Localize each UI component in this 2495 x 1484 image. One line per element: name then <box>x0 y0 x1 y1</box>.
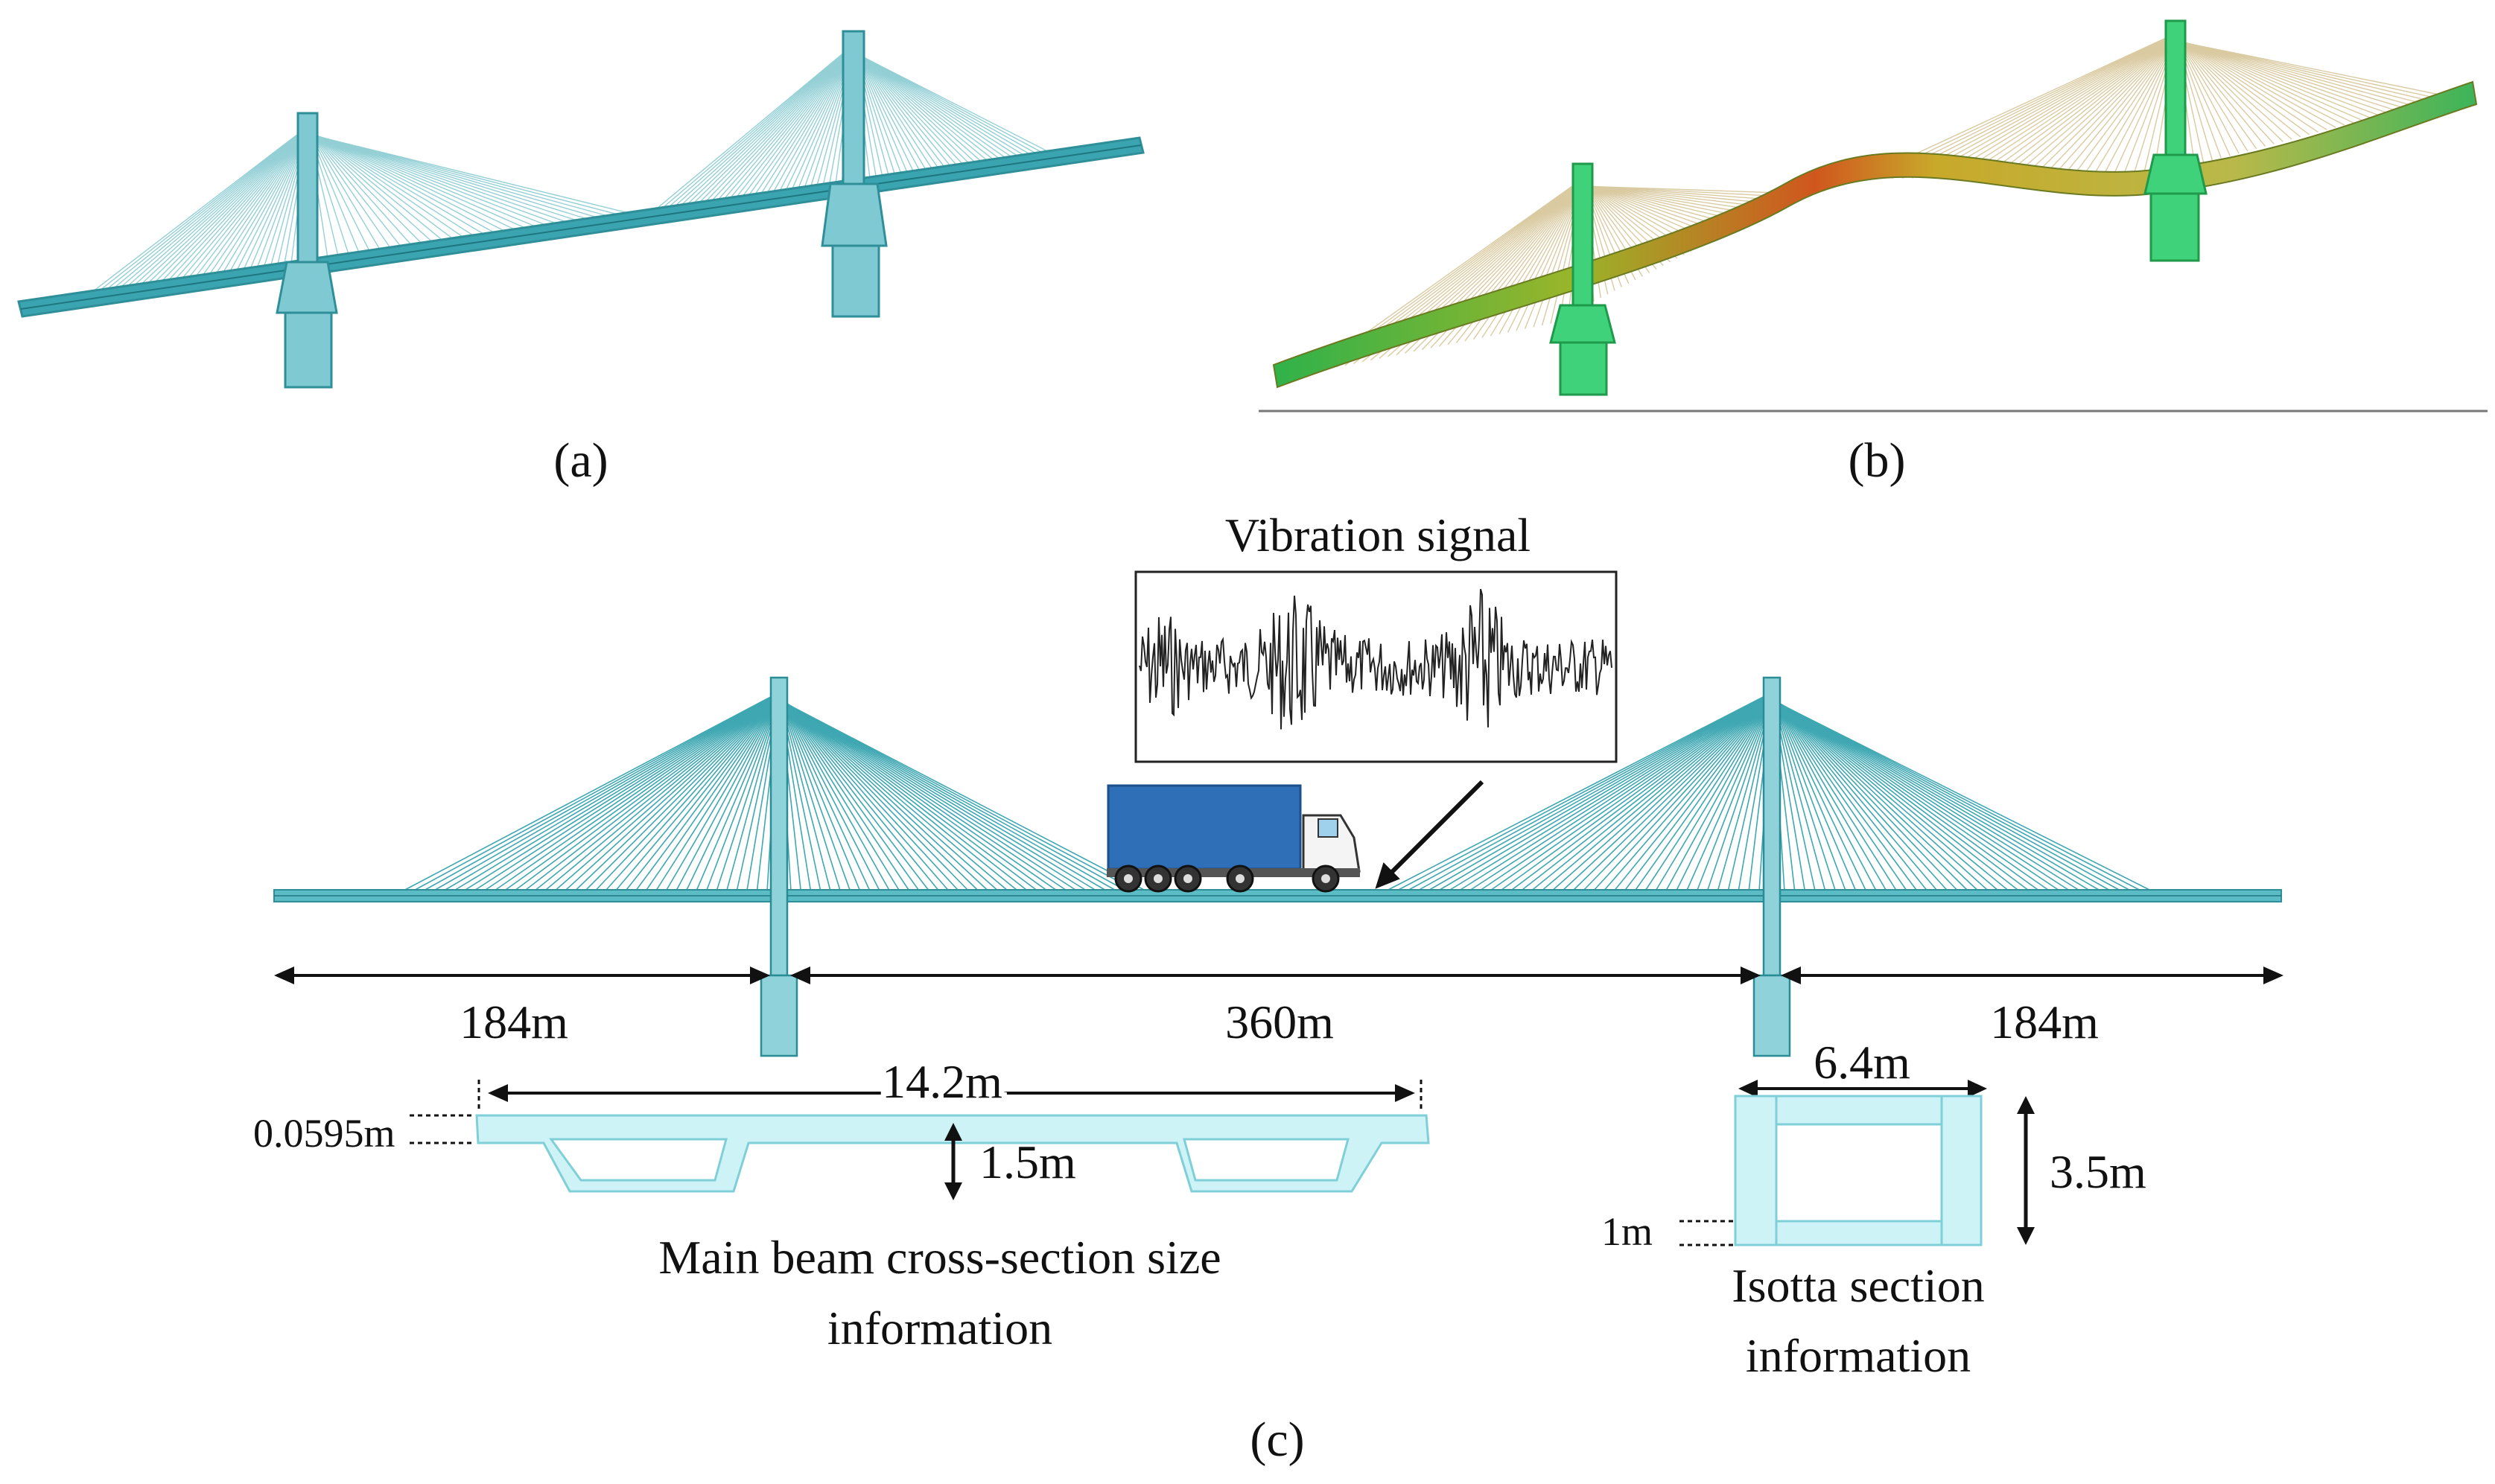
main-beam-caption-line2: information <box>827 1302 1052 1354</box>
panel-a-bridge-model <box>17 30 1145 389</box>
panel-b-tower-right <box>2143 19 2208 262</box>
panel-a-cables <box>89 44 1058 295</box>
main-beam-width-label: 14.2m <box>882 1055 1002 1108</box>
panel-a-tower-right <box>821 30 888 318</box>
tower-section <box>1679 1080 2035 1246</box>
tower-section-caption-line2: information <box>1746 1329 1971 1382</box>
vibration-signal-waveform <box>1139 588 1612 730</box>
elevation-tower-left <box>760 676 798 1057</box>
panel-a-label: (a) <box>553 433 608 488</box>
main-beam-depth-label: 1.5m <box>979 1136 1076 1188</box>
elevation-deck <box>273 889 2282 902</box>
truck-icon <box>1107 784 1361 893</box>
panel-b-deformed-deck <box>1272 80 2478 389</box>
panel-a-tower-left <box>276 112 338 389</box>
panel-b-mode-shape <box>1259 19 2488 413</box>
vibration-signal-title: Vibration signal <box>1225 509 1531 561</box>
span-dimensions <box>274 966 2283 984</box>
span-left-label: 184m <box>460 996 568 1048</box>
main-beam-caption-line1: Main beam cross-section size <box>658 1231 1221 1284</box>
main-beam-thickness-label: 0.0595m <box>253 1111 395 1156</box>
panel-c-label: (c) <box>1250 1413 1304 1467</box>
tower-section-wall-label: 1m <box>1601 1209 1653 1254</box>
panel-b-cables <box>1310 33 2451 373</box>
span-middle-label: 360m <box>1225 996 1334 1048</box>
panel-b-tower-left <box>1549 162 1616 396</box>
tower-section-caption-line1: Isotta section <box>1732 1259 1984 1312</box>
tower-section-height-label: 3.5m <box>2050 1145 2146 1198</box>
tower-section-width-label: 6.4m <box>1814 1036 1910 1089</box>
main-beam-section <box>410 1080 1430 1200</box>
span-right-label: 184m <box>1990 996 2099 1048</box>
panel-b-label: (b) <box>1849 433 1906 488</box>
signal-arrow <box>1375 780 1484 889</box>
elevation-tower-right <box>1752 676 1791 1057</box>
